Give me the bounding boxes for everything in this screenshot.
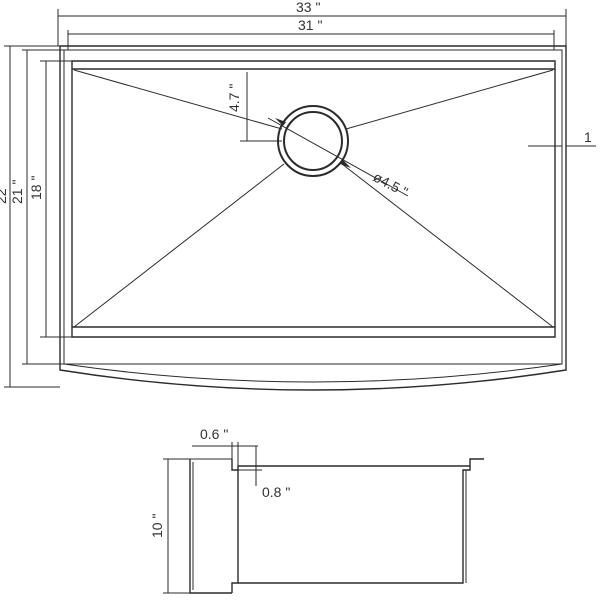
drain-outer-ring [277,105,349,177]
drain-diameter-label: ø4.5 " [371,169,411,200]
overall-width-label: 33 " [296,0,320,15]
side-apron-panel [189,459,232,594]
basin-top-ledge [71,60,556,70]
rim-thickness-label: 0.6 " [200,426,228,442]
side-rim-ledge [231,458,484,471]
basin-bottom-ledge [71,326,556,338]
inner-depth-label: 21 " [9,180,25,204]
apron-curve [63,363,563,383]
drain-diameter-leader [267,117,409,197]
sink-outer-outline [59,45,567,391]
drain-diameter-arrow-a [275,118,286,126]
inner-width-label: 31 " [298,17,322,33]
drain-offset-label: 4.7 " [226,84,242,112]
side-bowl-bottom [238,466,471,584]
side-bowl-body [231,470,239,593]
slope-line-top-right [345,69,554,130]
side-view: 0.6 " 0.8 " 10 " [149,426,484,594]
overall-depth-label: 22 " [0,180,9,204]
slope-line-bottom-left [73,163,285,328]
ledge-height-label: 0.8 " [262,484,290,500]
slope-line-top-left [73,69,283,130]
basin-depth-label: 18 " [28,176,44,200]
rim-width-label: 1 [584,129,592,145]
drain-diameter-arrow-b [340,160,351,168]
drain-inner-ring [283,111,343,171]
rim-outline [63,49,563,365]
top-view: ø4.5 " 4.7 " 1 33 " 31 " 22 " 21 " [0,0,596,391]
slope-line-bottom-right [341,163,554,328]
bowl-depth-label: 10 " [149,514,165,538]
